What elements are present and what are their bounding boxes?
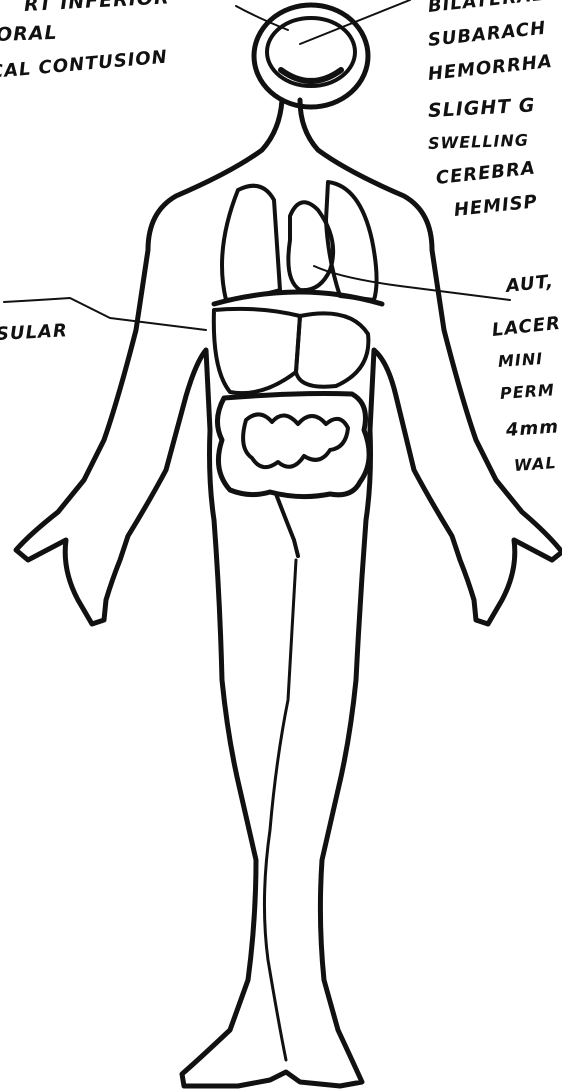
brain-base (281, 70, 341, 81)
annotation-right-abdomen-line-4: PERM (499, 380, 555, 403)
leg-seam (264, 560, 296, 1060)
annotation-left-mid: SULAR (0, 320, 68, 345)
annotation-right-abdomen-line-6: WAL (513, 453, 557, 475)
annotation-right-head-line-5: SWELLING (428, 130, 530, 153)
large-intestine (217, 394, 369, 497)
annotation-right-abdomen-line-3: MINI (497, 349, 543, 371)
annotation-left-line-2: ORAL (0, 22, 58, 46)
stomach (296, 313, 368, 386)
small-intestine (243, 414, 348, 467)
head-outline (254, 5, 368, 107)
annotation-right-abdomen-line-5: 4mm (505, 416, 559, 441)
rectum (276, 494, 298, 556)
diaphragm (214, 292, 382, 304)
left-lung (222, 186, 280, 300)
liver (214, 309, 300, 393)
